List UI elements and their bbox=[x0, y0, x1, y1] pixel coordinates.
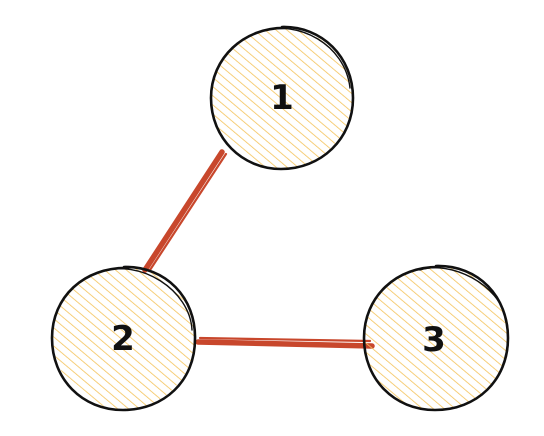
edge-1-2 bbox=[142, 149, 228, 273]
node-3: 3 bbox=[362, 264, 510, 412]
node-1-label: 1 bbox=[270, 78, 294, 118]
node-1-outline bbox=[209, 25, 355, 171]
node-3-label: 3 bbox=[422, 320, 446, 360]
node-3-outline-overdraw bbox=[419, 267, 507, 321]
node-2: 2 bbox=[50, 265, 197, 412]
node-2-label: 2 bbox=[111, 319, 135, 359]
node-1: 1 bbox=[209, 25, 355, 171]
node-2-fill bbox=[53, 267, 195, 409]
edge-1-2-stroke bbox=[142, 149, 225, 273]
node-1-outline-overdraw bbox=[261, 27, 351, 89]
node-3-fill bbox=[364, 266, 508, 410]
edge-2-3-stroke-offset bbox=[198, 336, 372, 343]
edge-1-2-stroke-offset bbox=[148, 152, 228, 272]
edge-2-3 bbox=[195, 336, 375, 349]
node-2-outline bbox=[50, 265, 197, 412]
node-2-outline-overdraw bbox=[99, 267, 193, 331]
node-1-fill bbox=[212, 28, 352, 168]
edge-2-3-stroke bbox=[195, 339, 375, 349]
